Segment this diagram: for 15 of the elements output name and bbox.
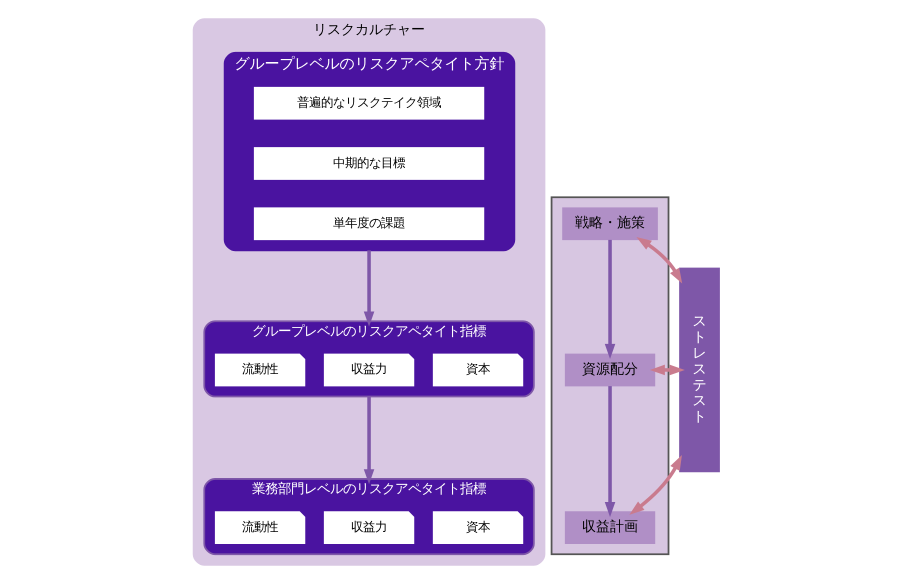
arrow — [636, 236, 682, 284]
arrow — [364, 396, 374, 484]
node-box: 資源配分 — [564, 354, 656, 386]
node-box: 収益計画 — [564, 511, 656, 544]
arrow — [650, 364, 685, 376]
node-box: 単年度の課題 — [254, 207, 484, 240]
arrow — [364, 250, 374, 327]
cluster — [550, 196, 670, 556]
node-box: 戦略・施策 — [562, 207, 658, 240]
arrow — [604, 240, 616, 360]
arrow — [604, 386, 616, 518]
node-box: 普遍的なリスクテイク領域 — [254, 86, 484, 120]
node-box: 中期的な目標 — [254, 147, 484, 180]
node-box: ストレステスト — [679, 268, 720, 472]
arrow — [629, 454, 682, 515]
